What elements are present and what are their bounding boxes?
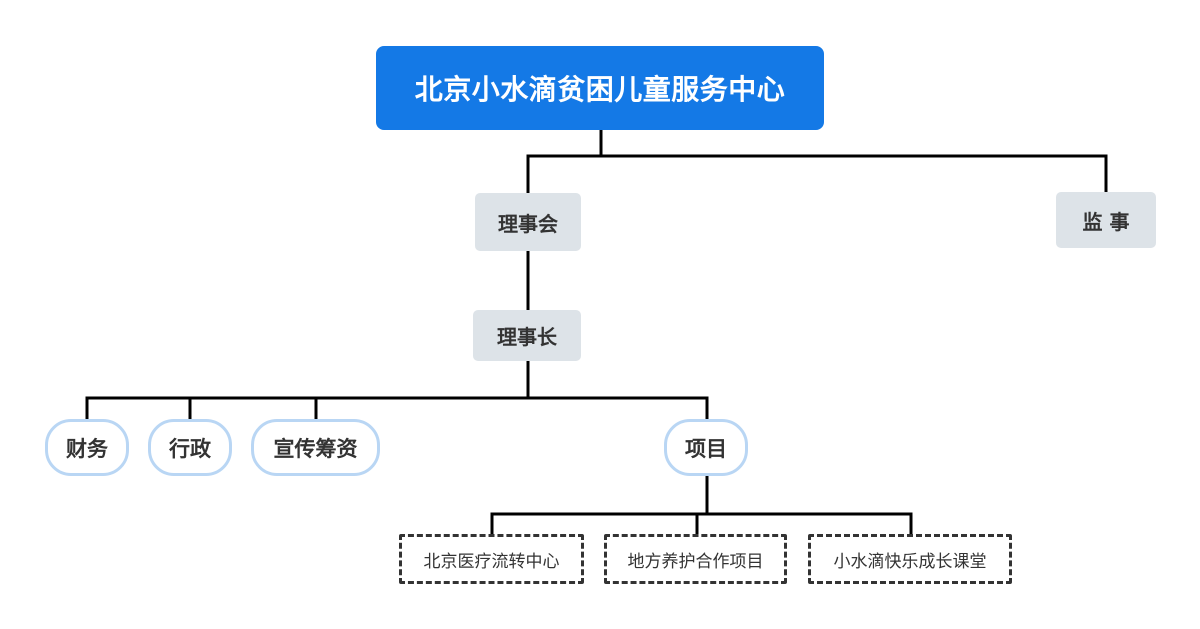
finance-node: 财务	[45, 419, 129, 476]
chairman-node: 理事长	[473, 310, 581, 361]
project-item-local-care: 地方养护合作项目	[604, 534, 787, 584]
publicity-node: 宣传筹资	[251, 419, 380, 476]
project-item-medical-transfer: 北京医疗流转中心	[399, 534, 584, 584]
project-item-growth-class: 小水滴快乐成长课堂	[808, 534, 1012, 584]
board-node: 理事会	[475, 193, 581, 251]
root-node: 北京小水滴贫困儿童服务中心	[376, 46, 824, 130]
supervisor-node: 监 事	[1056, 192, 1156, 248]
projects-node: 项目	[664, 419, 748, 476]
admin-node: 行政	[148, 419, 232, 476]
